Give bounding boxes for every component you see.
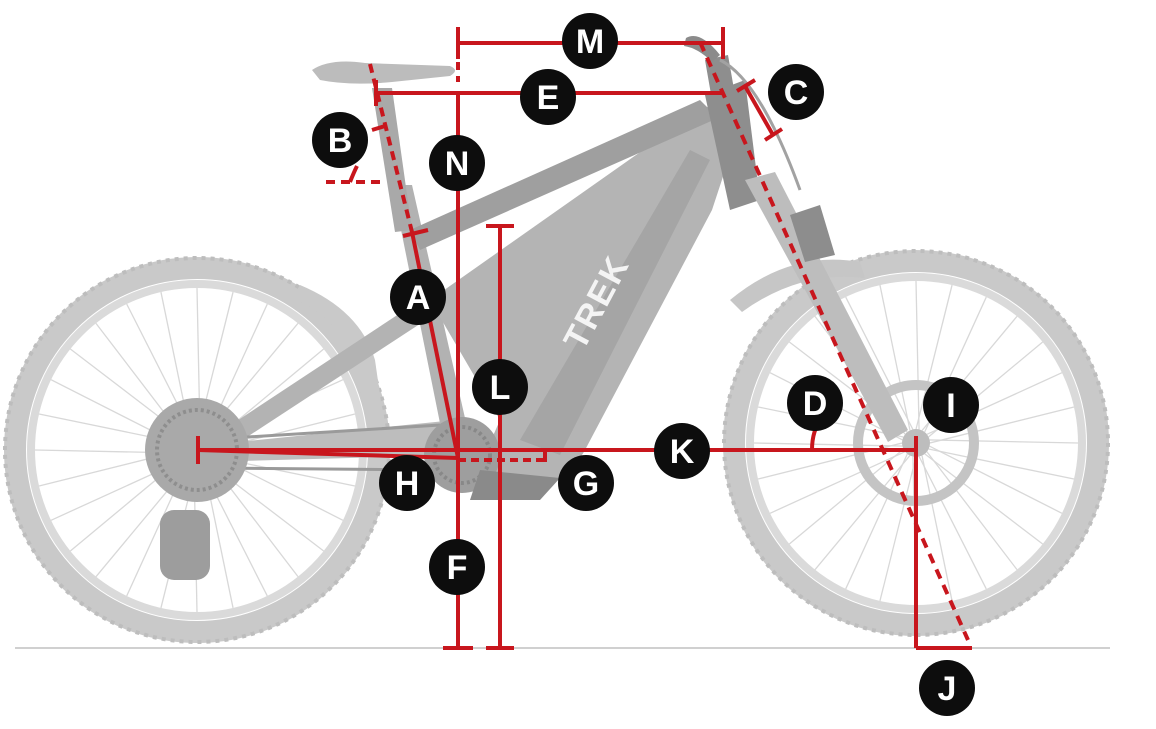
label-j: J <box>919 660 975 716</box>
svg-text:D: D <box>803 385 828 423</box>
svg-text:F: F <box>447 549 468 587</box>
label-f: F <box>429 539 485 595</box>
label-badges: M E C B N A L D I K H G F J <box>312 13 979 716</box>
svg-text:N: N <box>445 145 470 183</box>
label-k: K <box>654 423 710 479</box>
svg-text:E: E <box>537 79 560 117</box>
label-a: A <box>390 269 446 325</box>
svg-text:J: J <box>938 670 957 708</box>
svg-text:G: G <box>573 465 599 503</box>
label-i: I <box>923 377 979 433</box>
label-e: E <box>520 69 576 125</box>
label-l: L <box>472 359 528 415</box>
label-b: B <box>312 112 368 168</box>
steering-axis-line <box>698 41 970 641</box>
svg-text:B: B <box>328 122 353 160</box>
svg-text:A: A <box>406 279 431 317</box>
svg-text:L: L <box>490 369 511 407</box>
label-c: C <box>768 64 824 120</box>
measure-c-line <box>743 85 775 136</box>
svg-text:C: C <box>784 74 809 112</box>
svg-text:H: H <box>395 465 420 503</box>
label-g: G <box>558 455 614 511</box>
label-m: M <box>562 13 618 69</box>
label-d: D <box>787 375 843 431</box>
svg-text:K: K <box>670 433 695 471</box>
svg-text:M: M <box>576 23 604 61</box>
svg-text:I: I <box>946 387 955 425</box>
label-h: H <box>379 455 435 511</box>
label-n: N <box>429 135 485 191</box>
